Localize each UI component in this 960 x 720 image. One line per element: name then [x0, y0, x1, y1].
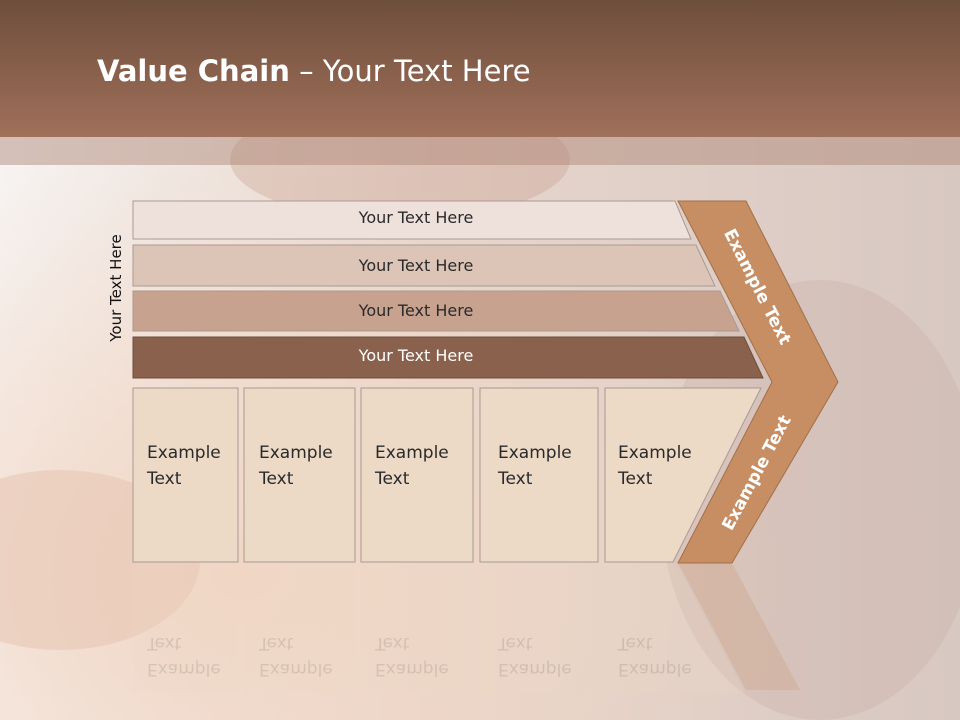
- box-1-reflection-text: Example Text: [147, 630, 221, 682]
- box-3-line1: Example: [375, 443, 449, 463]
- chevron-reflection: [678, 563, 800, 690]
- box-reflection: [244, 563, 355, 693]
- box-5: [604, 387, 762, 563]
- title-rest: – Your Text Here: [289, 54, 531, 88]
- box-1: [132, 387, 239, 563]
- box-5-line2: Text: [618, 469, 653, 489]
- bar-3-label: Your Text Here: [358, 301, 474, 320]
- box-2-refl-line1: Example: [259, 659, 333, 679]
- box-4-refl-line2: Text: [498, 633, 533, 653]
- box-1-refl-line1: Example: [147, 659, 221, 679]
- box-4: [479, 387, 599, 563]
- box-reflection: [133, 563, 238, 693]
- slide-title: Value Chain – Your Text Here: [97, 54, 531, 88]
- reflection-group: [133, 563, 800, 693]
- box-2-reflection-text: Example Text: [259, 630, 333, 682]
- box-5-refl-line2: Text: [618, 633, 653, 653]
- box-4-line2: Text: [498, 469, 533, 489]
- bar-2-label: Your Text Here: [358, 256, 474, 275]
- box-3-refl-line2: Text: [375, 633, 410, 653]
- bar-3: [132, 290, 740, 332]
- box-1-refl-line2: Text: [147, 633, 182, 653]
- box-2-line1: Example: [259, 443, 333, 463]
- box-4-refl-line1: Example: [498, 659, 572, 679]
- box-4-line1: Example: [498, 443, 572, 463]
- box-reflection: [605, 563, 745, 693]
- box-3: [360, 387, 474, 563]
- bar-4: [132, 336, 764, 379]
- box-reflection: [480, 563, 598, 693]
- chevron-arrow: [677, 200, 839, 564]
- box-5-line1: Example: [618, 443, 692, 463]
- box-1-line1: Example: [147, 443, 221, 463]
- bar-1: [132, 200, 692, 240]
- bar-1-label: Your Text Here: [358, 208, 474, 227]
- box-5-reflection-text: Example Text: [618, 630, 692, 682]
- box-2-line2: Text: [259, 469, 294, 489]
- title-bold: Value Chain: [97, 54, 290, 88]
- box-3-refl-line1: Example: [375, 659, 449, 679]
- box-2: [243, 387, 356, 563]
- box-reflection: [361, 563, 473, 693]
- box-4-reflection-text: Example Text: [498, 630, 572, 682]
- box-3-line2: Text: [375, 469, 410, 489]
- bar-2: [132, 244, 716, 287]
- box-3-reflection-text: Example Text: [375, 630, 449, 682]
- bar-4-label: Your Text Here: [358, 346, 474, 365]
- header-strip: [0, 137, 960, 165]
- box-2-refl-line2: Text: [259, 633, 294, 653]
- box-1-line2: Text: [147, 469, 182, 489]
- box-5-refl-line1: Example: [618, 659, 692, 679]
- title-bar: [0, 0, 960, 137]
